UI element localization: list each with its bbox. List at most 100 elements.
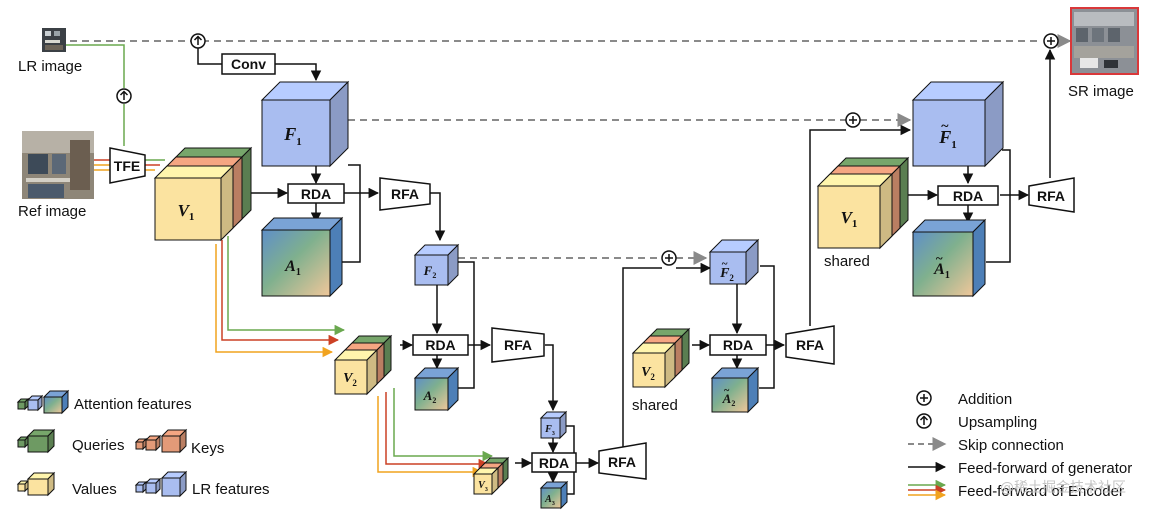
rfa-label: RFA xyxy=(796,337,824,353)
rda-block-2: RDA xyxy=(412,334,469,356)
a2-cube xyxy=(413,366,460,412)
f2-cube xyxy=(413,243,460,287)
rda-label: RDA xyxy=(425,337,455,353)
lr-image-label: LR image xyxy=(18,58,82,75)
legend-keys-icon xyxy=(134,428,188,454)
a3-label: A3 xyxy=(544,494,555,507)
v1-shared-stack-values-cube xyxy=(816,172,894,250)
sr-image-label: SR image xyxy=(1068,83,1134,100)
connections xyxy=(66,34,1072,495)
legend-addition-label: Addition xyxy=(958,391,1012,408)
watermark: @稀土掘金技术社区 xyxy=(1000,480,1126,496)
legend-attn-small-1 xyxy=(16,397,30,411)
v1-stack xyxy=(153,146,253,242)
legend-attention-label: Attention features xyxy=(74,396,192,413)
legend-encoder-label: Feed-forward of Encoder xyxy=(958,483,1124,500)
rda-label: RDA xyxy=(953,188,983,204)
f1-cube xyxy=(260,80,350,168)
legend-addition-icon xyxy=(916,390,932,406)
rfa-block-4: RFA xyxy=(785,325,835,365)
rda-label: RDA xyxy=(723,337,753,353)
rfa-block-2: RFA xyxy=(491,327,545,363)
legend-v-main xyxy=(26,471,56,497)
a3-cube xyxy=(539,480,569,510)
legend-lr-features-label: LR features xyxy=(192,481,270,498)
legend-lr-features-icon xyxy=(134,470,188,498)
v2-stack xyxy=(333,334,393,396)
legend-upsampling-icon xyxy=(916,413,932,429)
upsample-op-lr xyxy=(190,33,206,49)
f2-tilde-cube xyxy=(708,238,760,286)
a1-tilde-cube xyxy=(911,218,987,298)
legend-k-main xyxy=(160,428,188,454)
legend-k-mid xyxy=(144,434,162,452)
legend-values-label: Values xyxy=(72,481,117,498)
shared-label-v1: shared xyxy=(824,253,870,270)
rda-label: RDA xyxy=(301,186,331,202)
addition-op-f1 xyxy=(845,112,861,128)
legend-q-small xyxy=(16,435,30,449)
legend-f-mid xyxy=(144,477,162,495)
operators xyxy=(116,33,1059,266)
f3-label: F3 xyxy=(544,424,555,437)
f1-tilde-cube xyxy=(911,80,1005,168)
f1-tilde-label-tilde: ~ xyxy=(941,119,949,134)
legend-attention-icon xyxy=(16,389,70,415)
legend-right: Addition Upsampling Skip connection Feed… xyxy=(908,390,1132,501)
ref-image-label: Ref image xyxy=(18,203,86,220)
a1-cube xyxy=(260,216,344,298)
legend-q-main xyxy=(26,428,56,454)
rfa-label: RFA xyxy=(504,337,532,353)
a1-tilde-label-tilde: ~ xyxy=(935,250,943,265)
legend-generator-label: Feed-forward of generator xyxy=(958,460,1132,477)
rfa-label: RFA xyxy=(608,454,636,470)
tfe-block: TFE xyxy=(109,147,146,184)
f3-cube xyxy=(539,410,568,440)
shared-label-v2: shared xyxy=(632,397,678,414)
rda-block-4: RDA xyxy=(709,334,767,356)
legend-queries-label: Queries xyxy=(72,437,125,454)
sr-image-thumb xyxy=(1070,7,1139,75)
legend-left xyxy=(16,389,188,498)
conv-block: Conv xyxy=(221,53,276,75)
rda-label: RDA xyxy=(539,455,569,471)
lr-image-thumb xyxy=(42,28,66,52)
addition-op-sr xyxy=(1043,33,1059,49)
legend-f-main xyxy=(160,470,188,498)
legend-attn-small-2 xyxy=(26,394,44,412)
upsample-op-encoder xyxy=(116,88,132,104)
rda-block-3: RDA xyxy=(531,452,577,473)
legend-keys-label: Keys xyxy=(191,440,224,457)
a2-tilde-label-tilde: ~ xyxy=(724,386,730,397)
legend-k-small xyxy=(134,437,148,451)
rfa-block-1: RFA xyxy=(379,177,431,211)
v3-stack xyxy=(472,456,510,496)
legend-upsampling-label: Upsampling xyxy=(958,414,1037,431)
f2-tilde-label-tilde: ~ xyxy=(721,258,728,270)
rda-block-5: RDA xyxy=(937,185,999,206)
v2-shared-stack-values-cube xyxy=(631,341,677,389)
conv-label: Conv xyxy=(231,56,266,72)
rfa-label: RFA xyxy=(1037,188,1065,204)
tfe-label: TFE xyxy=(114,158,140,174)
rfa-label: RFA xyxy=(391,186,419,202)
legend-values-icon xyxy=(16,471,56,497)
addition-op-f2 xyxy=(661,250,677,266)
rda-block-1: RDA xyxy=(287,183,345,204)
v2-stack-values-cube xyxy=(333,348,379,396)
ref-image-thumb xyxy=(22,131,94,199)
a2-tilde-cube xyxy=(710,366,760,414)
v1-stack-values-cube xyxy=(153,164,235,242)
v3-label: V3 xyxy=(478,480,488,493)
v1-shared-stack xyxy=(816,156,910,250)
legend-f-small xyxy=(134,480,148,494)
legend-attn-main xyxy=(42,389,70,415)
v3-stack-values-cube xyxy=(472,466,500,496)
rfa-block-3: RFA xyxy=(598,442,647,480)
v2-shared-stack xyxy=(631,327,691,389)
rfa-block-5: RFA xyxy=(1028,177,1075,213)
legend-v-small xyxy=(16,479,30,493)
legend-queries-icon xyxy=(16,428,56,454)
